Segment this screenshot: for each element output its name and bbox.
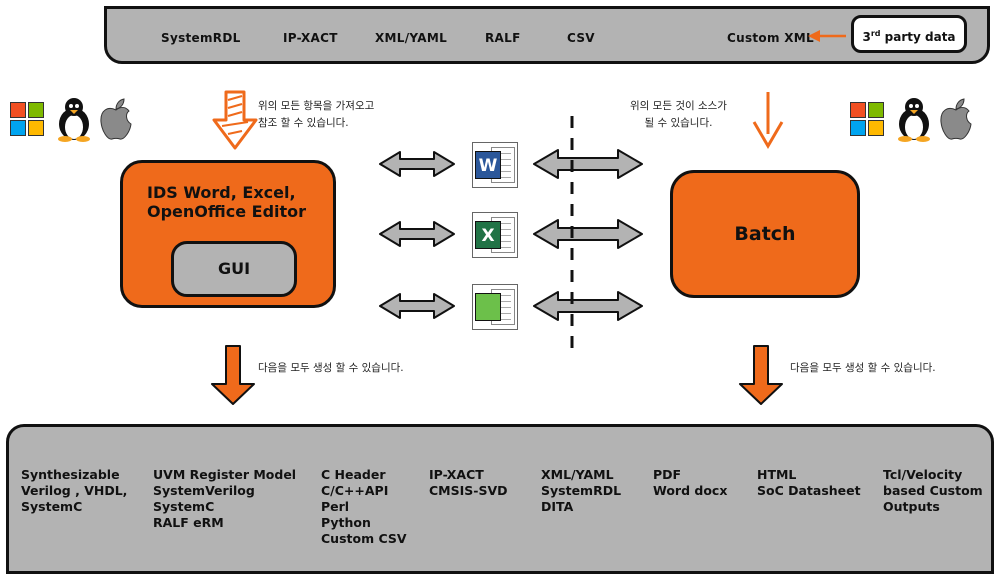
ids-input-note: 위의 모든 항목을 가져오고 참조 할 수 있습니다.	[258, 100, 375, 129]
left-double-arrow-2	[379, 221, 455, 247]
right-double-arrow-2	[533, 219, 643, 249]
format-systemrdl: SystemRDL	[161, 31, 241, 45]
format-xml-yaml: XML/YAML	[375, 31, 448, 45]
output-group-tcl: Tcl/Velocity based Custom Outputs	[883, 467, 983, 514]
word-icon: W	[472, 142, 518, 188]
output-group-uvm: UVM Register Model SystemVerilog SystemC…	[153, 467, 297, 530]
ids-editor-box: IDS Word, Excel, OpenOffice Editor GUI	[120, 160, 336, 308]
ids-output-note: 다음을 모두 생성 할 수 있습니다.	[258, 362, 404, 374]
batch-output-note: 다음을 모두 생성 할 수 있습니다.	[790, 362, 936, 374]
format-ip-xact: IP-XACT	[283, 31, 338, 45]
ids-output-arrow	[211, 345, 255, 405]
third-party-arrow	[808, 30, 846, 42]
batch-input-arrow	[752, 92, 784, 149]
format-csv: CSV	[567, 31, 595, 45]
linux-icon	[898, 98, 930, 142]
os-icons-right	[850, 96, 974, 142]
batch-input-note: 위의 모든 것이 소스가 될 수 있습니다.	[630, 100, 727, 129]
windows-icon	[850, 102, 886, 138]
calc-icon	[472, 284, 518, 330]
output-group-software: C Header C/C++API Perl Python Custom CSV	[321, 467, 407, 546]
right-double-arrow-1	[533, 149, 643, 179]
linux-icon	[58, 98, 90, 142]
windows-icon	[10, 102, 46, 138]
output-group-ipxact: IP-XACT CMSIS-SVD	[429, 467, 508, 498]
format-custom-xml: Custom XML	[727, 31, 814, 45]
output-group-xml: XML/YAML SystemRDL DITA	[541, 467, 622, 514]
format-ralf: RALF	[485, 31, 521, 45]
third-party-data-box: 3rd party data	[851, 15, 967, 53]
outputs-bar: Synthesizable Verilog , VHDL, SystemC UV…	[6, 424, 994, 574]
output-group-html: HTML SoC Datasheet	[757, 467, 861, 498]
apple-icon	[940, 98, 972, 140]
ids-input-arrow	[212, 90, 258, 150]
batch-output-arrow	[739, 345, 783, 405]
ids-editor-title: IDS Word, Excel, OpenOffice Editor	[147, 183, 307, 221]
os-icons-left	[10, 96, 134, 142]
apple-icon	[100, 98, 132, 140]
output-group-hdl: Synthesizable Verilog , VHDL, SystemC	[21, 467, 128, 514]
third-party-data-label: 3rd party data	[862, 29, 956, 44]
batch-box: Batch	[670, 170, 860, 298]
excel-icon: X	[472, 212, 518, 258]
left-double-arrow-1	[379, 151, 455, 177]
gui-box: GUI	[171, 241, 297, 297]
output-group-docs: PDF Word docx	[653, 467, 728, 498]
right-double-arrow-3	[533, 291, 643, 321]
left-double-arrow-3	[379, 293, 455, 319]
